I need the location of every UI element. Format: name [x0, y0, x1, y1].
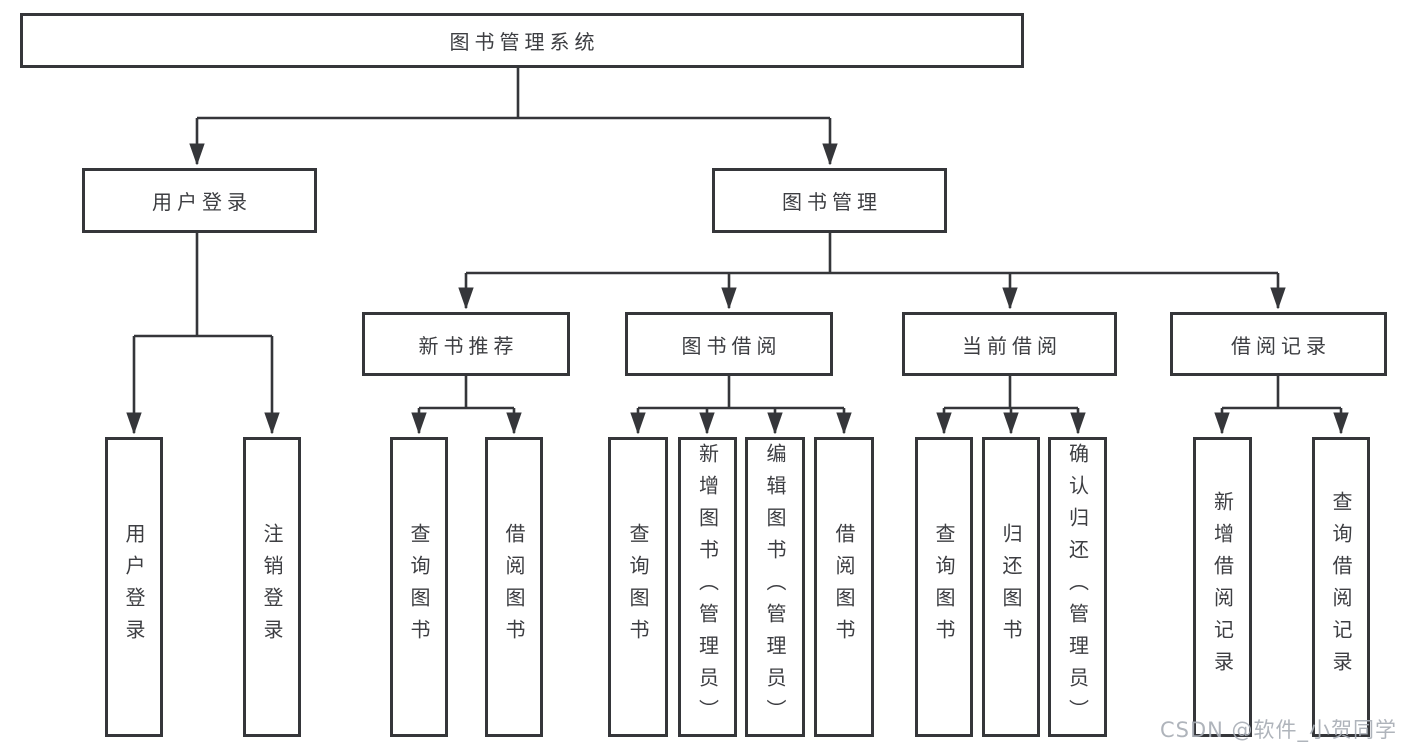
leaf-records-query-borrow-record-label: 查询借阅记录 — [1329, 491, 1353, 683]
leaf-records-add-borrow-record: 新增借阅记录 — [1193, 437, 1252, 737]
leaf-current-query-books: 查询图书 — [915, 437, 973, 737]
leaf-borrowing-add-books-admin: 新增图书（管理员） — [678, 437, 737, 737]
leaf-borrowing-query-books-label: 查询图书 — [626, 523, 650, 651]
leaf-borrowing-edit-books-admin: 编辑图书（管理员） — [745, 437, 805, 737]
csdn-watermark: CSDN @软件_小贺同学 — [1160, 718, 1398, 742]
edge-current-to-leaves — [944, 376, 1078, 433]
node-new-book-recommendation: 新书推荐 — [362, 312, 570, 376]
leaf-user-login: 用户登录 — [105, 437, 163, 737]
edge-login-to-leaves — [134, 233, 272, 433]
edge-root-to-level2 — [197, 68, 830, 164]
leaf-borrowing-edit-books-admin-label: 编辑图书（管理员） — [763, 443, 787, 731]
leaf-borrowing-query-books: 查询图书 — [608, 437, 668, 737]
leaf-newbook-query-books-label: 查询图书 — [407, 523, 431, 651]
leaf-current-confirm-return-admin-label: 确认归还（管理员） — [1065, 443, 1090, 731]
leaf-borrowing-add-books-admin-label: 新增图书（管理员） — [695, 443, 720, 731]
node-root-library-management-system: 图书管理系统 — [20, 13, 1024, 68]
edge-manage-to-level3 — [466, 233, 1278, 308]
leaf-records-query-borrow-record: 查询借阅记录 — [1312, 437, 1370, 737]
node-book-borrowing: 图书借阅 — [625, 312, 833, 376]
leaf-logout: 注销登录 — [243, 437, 301, 737]
leaf-newbook-query-books: 查询图书 — [390, 437, 448, 737]
leaf-records-add-borrow-record-label: 新增借阅记录 — [1210, 491, 1235, 683]
leaf-current-return-books-label: 归还图书 — [999, 523, 1023, 651]
leaf-borrowing-borrow-books-label: 借阅图书 — [832, 523, 856, 651]
leaf-current-query-books-label: 查询图书 — [932, 523, 956, 651]
edge-borrowing-to-leaves — [638, 376, 844, 433]
leaf-newbook-borrow-books-label: 借阅图书 — [502, 523, 526, 651]
leaf-current-confirm-return-admin: 确认归还（管理员） — [1048, 437, 1107, 737]
leaf-newbook-borrow-books: 借阅图书 — [485, 437, 543, 737]
node-current-borrowing: 当前借阅 — [902, 312, 1117, 376]
edge-newbook-to-leaves — [419, 376, 514, 433]
node-borrowing-records: 借阅记录 — [1170, 312, 1387, 376]
node-user-login-branch: 用户登录 — [82, 168, 317, 233]
edge-records-to-leaves — [1222, 376, 1341, 433]
leaf-user-login-label: 用户登录 — [122, 523, 146, 651]
leaf-borrowing-borrow-books: 借阅图书 — [814, 437, 874, 737]
node-book-management-branch: 图书管理 — [712, 168, 947, 233]
leaf-logout-label: 注销登录 — [260, 523, 284, 651]
leaf-current-return-books: 归还图书 — [982, 437, 1040, 737]
